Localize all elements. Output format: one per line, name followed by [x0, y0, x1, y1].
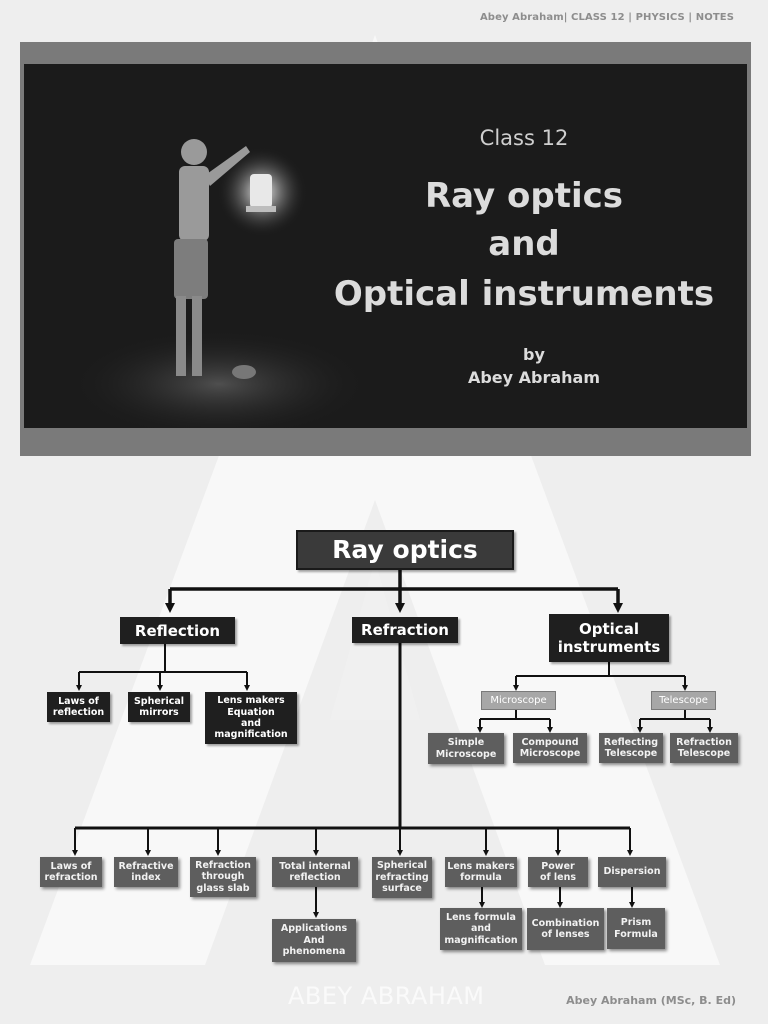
- banner-panel: Class 12 Ray optics and Optical instrume…: [24, 64, 747, 428]
- boy-with-lantern-photo: [69, 139, 369, 428]
- node-lens-makers-formula: Lens makers formula: [445, 857, 517, 887]
- node-lens-formula-magnification: Lens formula and magnification: [440, 908, 522, 950]
- node-refractive-index: Refractive index: [114, 857, 178, 887]
- node-optical-instruments: Optical instruments: [549, 614, 669, 662]
- node-reflecting-telescope: Reflecting Telescope: [599, 733, 663, 763]
- mindmap-root-ray-optics: Ray optics: [296, 530, 514, 570]
- node-spherical-refracting-surface: Spherical refracting surface: [372, 857, 432, 898]
- node-refraction-glass-slab: Refraction through glass slab: [190, 857, 256, 897]
- node-telescope: Telescope: [651, 691, 716, 710]
- node-lens-makers-equation: Lens makers Equation and magnification: [205, 692, 297, 744]
- banner-title-line1: Ray optics: [424, 176, 624, 216]
- node-laws-of-reflection: Laws of reflection: [47, 692, 110, 722]
- node-refraction-telescope: Refraction Telescope: [670, 733, 738, 763]
- node-combination-of-lenses: Combination of lenses: [527, 908, 604, 950]
- banner-title-line3: Optical instruments: [333, 274, 715, 314]
- footer-credit: Abey Abraham (MSc, B. Ed): [566, 994, 736, 1007]
- node-spherical-mirrors: Spherical mirrors: [128, 692, 190, 722]
- node-reflection: Reflection: [120, 617, 235, 644]
- node-laws-of-refraction: Laws of refraction: [40, 857, 102, 887]
- node-simple-microscope: Simple Microscope: [428, 733, 504, 764]
- banner-author: Abey Abraham: [467, 368, 601, 387]
- node-total-internal-reflection: Total internal reflection: [272, 857, 358, 887]
- banner-class-label: Class 12: [479, 126, 569, 150]
- node-prism-formula: Prism Formula: [607, 908, 665, 949]
- node-microscope: Microscope: [481, 691, 556, 710]
- header-text: Abey Abraham| CLASS 12 | PHYSICS | NOTES: [479, 12, 734, 23]
- node-applications-and-phenomena: Applications And phenomena: [272, 919, 356, 962]
- node-refraction: Refraction: [352, 617, 458, 643]
- banner-title-line2: and: [488, 224, 560, 264]
- title-banner: Class 12 Ray optics and Optical instrume…: [20, 42, 751, 456]
- banner-by: by: [523, 345, 545, 364]
- node-power-of-lens: Power of lens: [528, 857, 588, 887]
- node-dispersion: Dispersion: [598, 857, 666, 887]
- footer-brand-watermark: ABEY ABRAHAM: [288, 982, 485, 1010]
- node-compound-microscope: Compound Microscope: [513, 733, 587, 763]
